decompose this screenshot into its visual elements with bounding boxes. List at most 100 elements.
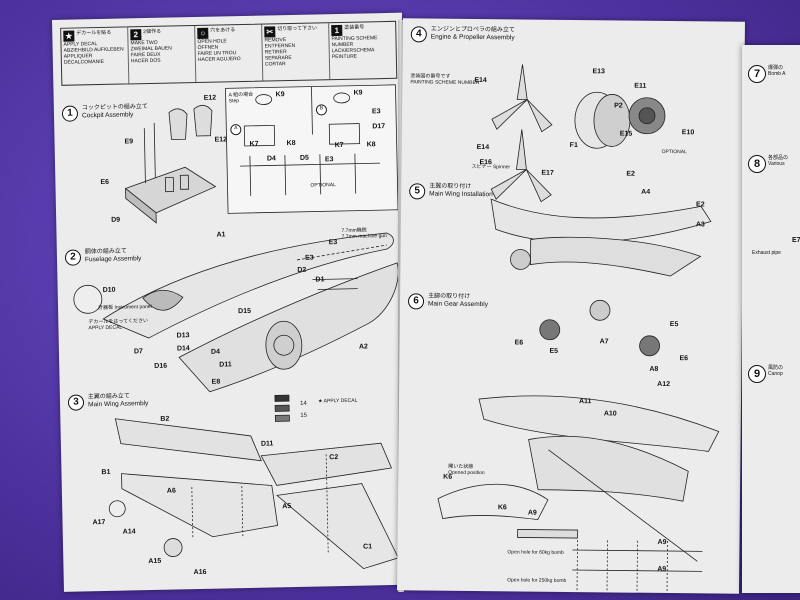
instrument-note: 計器板 Instrument panel [98,304,152,311]
part-label: D17 [372,123,386,131]
note-en: PAINTING SCHEME NUMBER [410,79,480,87]
part-label: D5 [299,154,309,162]
part-label: C1 [363,543,373,551]
part-label: E12 [203,94,217,102]
part-label: E11 [634,82,647,90]
part-label: E9 [124,138,134,146]
step-number: 3 [67,394,85,411]
assembly-drawings-right [437,64,720,592]
part-label: A7 [599,338,609,346]
part-label: E6 [100,178,110,187]
part-label: E6 [679,355,689,363]
bomb60-note: Open hole for 60kg bomb [507,549,564,556]
part-label: A10 [603,410,617,418]
note-en: APPLY DECAL [323,397,358,405]
part-label: D14 [176,345,190,353]
optional-note: OPTIONAL [310,182,336,189]
part-label: K8 [286,139,296,148]
note-en: Instrument panel [114,303,152,311]
part-label: K9 [275,91,285,99]
part-label: A14 [122,528,136,536]
part-label: C2 [329,454,339,462]
part-label: A3 [695,221,705,229]
part-label: K8 [366,141,376,149]
part-label: D4 [210,348,221,356]
step-number: 1 [61,105,79,122]
part-label: A6 [166,487,176,495]
part-label: D11 [219,361,232,369]
part-label: P2 [614,102,623,110]
step-number: 7 [748,65,766,83]
part-label: E2 [696,201,705,209]
step-title-en: Main Wing Installation [429,190,493,199]
step-number: 9 [748,365,766,383]
step-number: 2 [64,249,82,266]
part-label: A12 [657,380,671,389]
note-en: Opened position [448,469,485,477]
part-label: A5 [282,503,292,511]
part-label: E12 [214,136,228,144]
part-label: D4 [266,155,276,163]
apply-decal-note: ★ APPLY DECAL [318,398,357,405]
part-label: K6 [443,473,453,481]
step-number: 6 [407,293,425,310]
part-label: A8 [649,365,659,373]
part-label: D10 [102,286,116,294]
part-label: E7 [792,237,800,244]
part-label: D11 [260,440,274,448]
step-number: 4 [410,26,427,43]
exhaust-note: Exhaust pipe [752,250,781,256]
part-label: A1 [216,231,226,239]
part-label: A9 [527,509,537,517]
star-icon: ★ [317,398,323,405]
part-label: B1 [101,468,111,477]
part-label: E17 [541,169,554,177]
part-label: D1 [315,276,325,284]
part-label: A9 [657,565,667,574]
part-label: K7 [249,140,259,148]
part-label: B2 [160,415,170,423]
part-label: K6 [497,504,507,512]
part-label: E8 [211,378,221,386]
part-label: E14 [474,76,487,85]
part-label: E14 [476,144,490,152]
part-label: K7 [334,141,344,150]
step-title-en: Engine & Propeller Assembly [430,33,515,42]
part-label: E2 [626,170,635,178]
part-label: A4 [641,188,651,196]
step-title-en: Main Gear Assembly [427,300,489,309]
optional-note: OPTIONAL [661,148,687,156]
part-label: A15 [148,557,162,566]
note-en: 7.7mm machine gun [341,233,387,240]
part-label: D7 [133,348,143,356]
part-label: D13 [176,332,190,340]
part-label: D16 [154,362,168,370]
part-label: A16 [193,568,207,577]
step-title-en: Main Wing Assembly [87,400,149,409]
part-label: E5 [669,321,679,329]
step-title-jp: 各部品の [768,155,789,161]
part-label: E3 [324,156,334,164]
part-label: F1 [569,141,578,150]
step-title-en: Bomb A [768,71,786,77]
bomb250-note: Open hole for 250kg bomb [507,577,567,584]
part-label: A2 [358,343,368,351]
note-en: Spinner [492,164,511,171]
part-label: K9 [353,89,363,97]
step-title-en: Canop [768,371,783,377]
